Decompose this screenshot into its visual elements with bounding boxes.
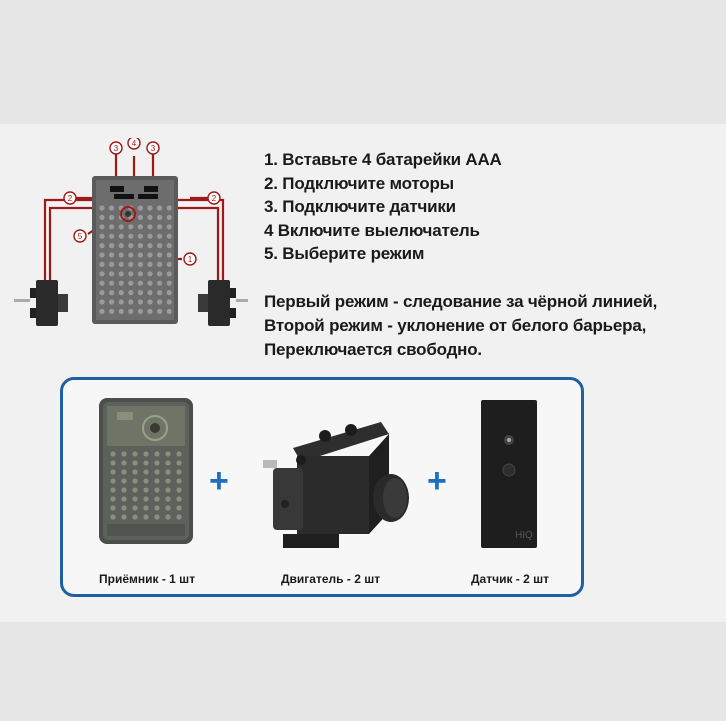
instruction-item: 3. Подключите датчики [264, 197, 456, 216]
instruction-item: 1. Вставьте 4 батарейки ААА [264, 150, 502, 169]
instruction-item: 5. Выберите режим [264, 244, 425, 263]
marker-5: 5 [73, 229, 87, 243]
instruction-item: 4 Включите выелючатель [264, 220, 480, 240]
plus-icon: + [427, 462, 447, 500]
marker-2-left: 2 [63, 191, 77, 205]
marker-3-right: 3 [146, 141, 160, 155]
svg-text:3: 3 [114, 144, 119, 153]
left-motor-shape [14, 280, 68, 326]
mode-line: Второй режим - уклонение от белого барье… [264, 316, 647, 335]
svg-text:5: 5 [78, 232, 83, 241]
parts-panel: + + HIQ Приёмник - 1 шт Двигатель - 2 шт… [60, 377, 584, 597]
marker-1: 1 [183, 252, 197, 266]
svg-text:2: 2 [212, 194, 217, 203]
receiver-label: Приёмник - 1 шт [99, 572, 196, 586]
svg-text:2: 2 [68, 194, 73, 203]
plus-icon: + [209, 462, 229, 500]
receiver-image [99, 398, 193, 544]
bottom-band [0, 622, 726, 721]
right-motor-shape [198, 280, 248, 326]
mode-line: Первый режим - следование за чёрной лини… [264, 292, 658, 311]
top-band [0, 0, 726, 124]
sensor-image: HIQ [481, 400, 537, 548]
marker-4: 4 [127, 138, 141, 150]
svg-text:4: 4 [132, 139, 137, 148]
marker-2-right: 2 [207, 191, 221, 205]
svg-text:HIQ: HIQ [515, 530, 533, 541]
board-shape [92, 176, 178, 324]
svg-text:1: 1 [188, 255, 193, 264]
instructions-list: 1. Вставьте 4 батарейки ААА 2. Подключит… [264, 148, 502, 266]
svg-text:3: 3 [151, 144, 156, 153]
instruction-item: 2. Подключите моторы [264, 173, 454, 193]
motor-label: Двигатель - 2 шт [281, 572, 381, 586]
mode-line: Переключается свободно. [264, 340, 482, 359]
modes-text: Первый режим - следование за чёрной лини… [264, 290, 657, 362]
marker-3-left: 3 [109, 141, 123, 155]
motor-image [263, 422, 409, 548]
wiring-diagram: 3 4 3 2 2 5 1 [14, 138, 248, 326]
sensor-label: Датчик - 2 шт [471, 572, 549, 586]
